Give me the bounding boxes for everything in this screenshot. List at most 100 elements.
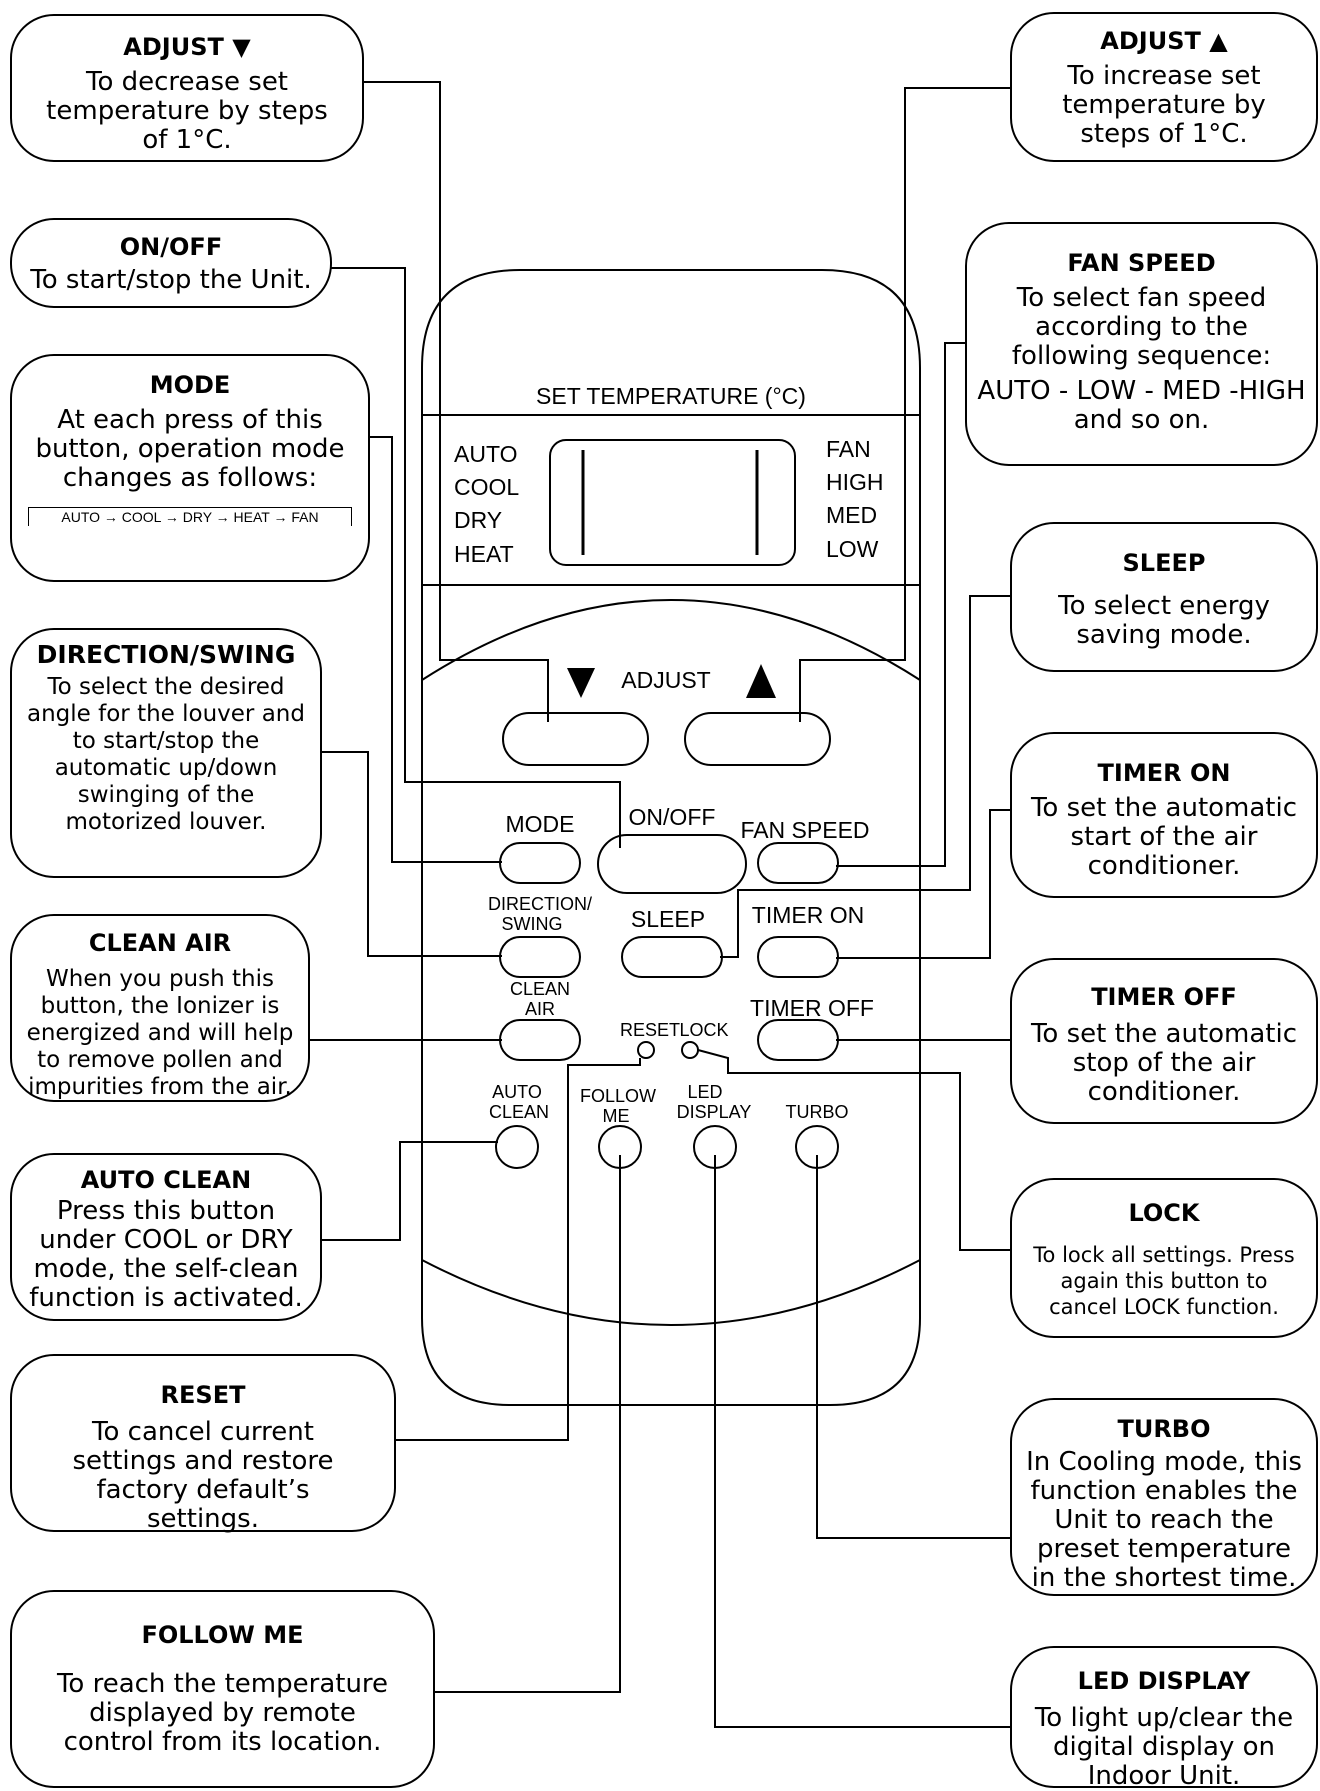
leader-direction [320,751,502,957]
follow-label: FOLLOW [580,1086,656,1106]
leader-follow-me [435,1155,621,1693]
keypad-top-arc [421,599,921,681]
callout-on-off: ON/OFF To start/stop the Unit. [10,218,332,308]
callout-desc: To lock all settings. Press again this b… [1033,1243,1295,1319]
callout-desc: To select the desired angle for the louv… [27,674,305,835]
callout-title: TIMER OFF [1091,983,1237,1011]
callout-desc: To set the automatic start of the air co… [1030,793,1298,881]
callout-turbo: TURBO In Cooling mode, this function ena… [1010,1398,1318,1596]
lcd-window [549,439,796,566]
callout-title: DIRECTION/SWING [36,640,296,669]
callout-desc: To reach the temperature displayed by re… [56,1669,389,1757]
callout-title: LOCK [1128,1199,1200,1227]
mode-auto-label: AUTO [454,441,517,467]
me-label: ME [603,1106,630,1126]
callout-title: SLEEP [1122,549,1206,577]
direction-label: DIRECTION/ [488,894,592,914]
swing-label: SWING [502,914,563,934]
callout-title: TIMER ON [1097,759,1231,787]
display-label: DISPLAY [677,1102,752,1122]
leader-adjust-up [799,87,1010,722]
turbo-label: TURBO [786,1102,849,1122]
clean-air-button [499,1019,581,1061]
callout-desc: To light up/clear the digital display on… [1034,1703,1294,1791]
adjust-label: ADJUST [621,667,710,693]
callout-desc: To decrease set temperature by steps of … [46,67,328,155]
set-temp-label: SET TEMPERATURE (°C) [536,383,806,409]
sleep-label: SLEEP [631,906,705,932]
fan-label: FAN [826,436,871,462]
callout-title: ADJUST ▲ [1100,27,1228,55]
mode-heat-label: HEAT [454,541,514,567]
mode-sequence: AUTO → COOL → DRY → HEAT → FAN [28,507,352,526]
auto-clean-button [495,1125,539,1169]
callout-desc: In Cooling mode, this function enables t… [1026,1447,1302,1593]
callout-desc: When you push this button, the Ionizer i… [26,966,294,1100]
callout-direction-swing: DIRECTION/SWING To select the desired an… [10,628,322,878]
callout-lock: LOCK To lock all settings. Press again t… [1010,1178,1318,1338]
leader-reset [396,1058,641,1441]
reset-button [637,1041,655,1059]
callout-timer-on: TIMER ON To set the automatic start of t… [1010,732,1318,898]
callout-desc: To increase set temperature by steps of … [1062,61,1266,149]
callout-desc: To cancel current settings and restore f… [72,1417,334,1534]
med-label: MED [826,502,877,528]
callout-mode: MODE At each press of this button, opera… [10,354,370,582]
high-label: HIGH [826,469,884,495]
reset-label: RESET [620,1020,680,1040]
callout-title: FAN SPEED [1067,249,1216,277]
callout-title: ON/OFF [119,233,223,261]
mode-button [499,842,581,884]
callout-title: MODE [149,371,231,399]
callout-follow-me: FOLLOW ME To reach the temperature displ… [10,1590,435,1788]
callout-fan-speed: FAN SPEED To select fan speed according … [965,222,1318,466]
callout-adjust-up: ADJUST ▲ To increase set temperature by … [1010,12,1318,162]
clean-label: CLEAN [510,979,570,999]
lock-label: LOCK [679,1020,728,1040]
callout-desc: To select energy saving mode. [1058,591,1270,650]
timer-off-button [757,1019,839,1061]
callout-title: FOLLOW ME [141,1621,304,1649]
onoff-button [597,834,747,894]
lock-button [681,1041,699,1059]
callout-clean-air: CLEAN AIR When you push this button, the… [10,914,310,1102]
leader-led-display [714,1155,1010,1728]
timer-off-label: TIMER OFF [750,995,874,1021]
callout-desc: To select fan speed according to the fol… [1011,283,1272,371]
mode-cool-label: COOL [454,474,519,500]
up-arrow-icon [746,664,776,698]
led-label: LED [687,1082,722,1102]
bottom-arc [421,1259,921,1326]
timer-on-button [757,936,839,978]
direction-button [499,936,581,978]
callout-desc: To start/stop the Unit. [30,265,312,295]
leader-lock [697,1049,1010,1251]
timer-on-label: TIMER ON [752,902,864,928]
adjust-up-button [684,712,831,766]
auto-label: AUTO [492,1082,542,1102]
callout-title: RESET [160,1381,246,1409]
callout-desc: At each press of this button, operation … [35,405,345,493]
fan-speed-sequence: AUTO - LOW - MED -HIGH and so on. [977,376,1306,435]
leader-mode [368,436,502,863]
callout-reset: RESET To cancel current settings and res… [10,1354,396,1534]
mode-label: MODE [506,811,575,837]
fan-speed-button [757,842,839,884]
callout-title: CLEAN AIR [88,929,232,957]
auto-clean-label: CLEAN [489,1102,549,1122]
leader-onoff [330,267,621,848]
fan-speed-label: FAN SPEED [740,817,869,843]
callout-adjust-down: ADJUST ▼ To decrease set temperature by … [10,14,364,162]
callout-led-display: LED DISPLAY To light up/clear the digita… [1010,1646,1318,1791]
low-label: LOW [826,536,879,562]
onoff-label: ON/OFF [629,804,716,830]
sleep-button [621,936,723,978]
adjust-down-button [502,712,649,766]
callout-auto-clean: AUTO CLEAN Press this button under COOL … [10,1153,322,1321]
down-arrow-icon [567,668,595,698]
mode-dry-label: DRY [454,507,502,533]
leader-timer-on [836,809,1010,959]
callout-title: AUTO CLEAN [80,1166,252,1194]
